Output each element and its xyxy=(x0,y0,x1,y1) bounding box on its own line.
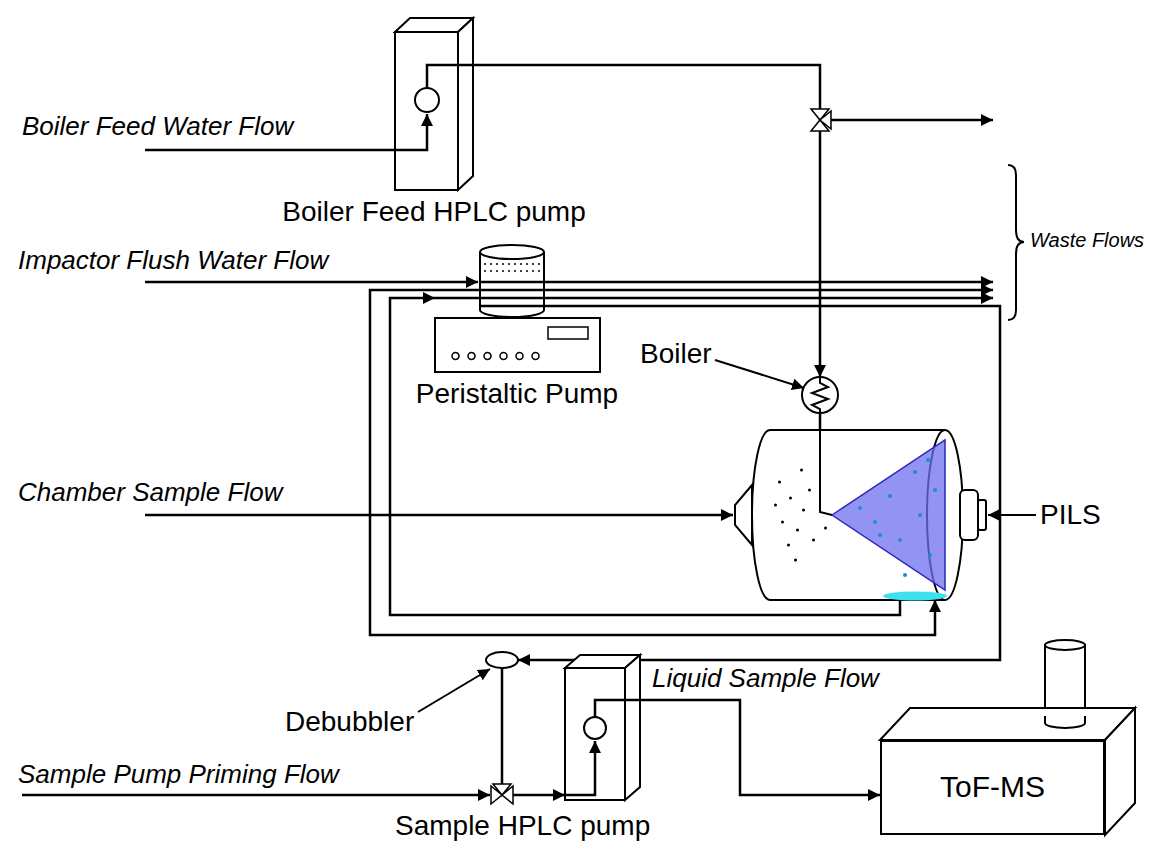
instrument-top-face xyxy=(880,708,1135,740)
steam-spray xyxy=(832,440,945,590)
three-way-valve xyxy=(491,784,513,804)
aerosol-particles xyxy=(774,469,827,562)
steam-line xyxy=(820,430,832,515)
component-node: Debubbler xyxy=(486,652,518,668)
leader-line xyxy=(418,669,490,712)
impactor-cap xyxy=(978,500,986,530)
leader-line xyxy=(715,360,804,388)
pump-outlet-line xyxy=(427,65,473,88)
flow-label: Boiler Feed Water Flow xyxy=(22,112,293,142)
pump-head-top xyxy=(480,245,544,259)
instrument-box: ToF-MS xyxy=(880,740,1105,835)
component-node: Boiler Feed HPLC pump xyxy=(395,18,473,190)
chamber-sample-line xyxy=(145,514,733,517)
pump-side-face xyxy=(625,655,640,800)
boiler-coil xyxy=(812,377,828,413)
component-node: Sample HPLC pump xyxy=(565,655,640,800)
component-label: Peristaltic Pump xyxy=(416,378,618,410)
leader-line xyxy=(988,514,1036,516)
pump-side-face xyxy=(458,18,473,190)
pump-outlet-line xyxy=(595,700,640,717)
waste-line xyxy=(545,289,993,292)
waste-line xyxy=(545,297,993,300)
pump-head-rollers xyxy=(484,264,540,271)
component-node: Boiler xyxy=(802,377,838,413)
component-node: Peristaltic Pump xyxy=(435,245,600,372)
component-label: Boiler Feed HPLC pump xyxy=(282,196,585,228)
connector-label: Liquid Sample Flow xyxy=(650,664,881,694)
component-label: Debubbler xyxy=(285,706,414,738)
waste-brace xyxy=(1008,165,1024,320)
priming-line xyxy=(22,794,490,797)
pump-body xyxy=(435,318,600,372)
inlet-cone xyxy=(735,485,752,545)
flush-water-line xyxy=(145,281,478,284)
pump-front-face xyxy=(565,668,625,800)
flight-tube-top xyxy=(1045,640,1085,650)
component-label: Sample HPLC pump xyxy=(395,810,650,842)
component-label: ToF-MS xyxy=(940,770,1045,805)
pump-buttons xyxy=(452,353,539,360)
component-label: PILS xyxy=(1040,499,1101,531)
debubbler-symbol xyxy=(486,652,518,668)
component-node: PILS xyxy=(752,430,986,600)
impactor-cap xyxy=(960,490,978,540)
flow-label: Chamber Sample Flow xyxy=(18,478,282,508)
pump-display xyxy=(548,327,588,339)
pump-head-symbol xyxy=(415,88,439,112)
flight-tube-base xyxy=(1045,716,1085,725)
pils-cylinder xyxy=(752,430,963,600)
droplets xyxy=(858,458,937,577)
liquid-pool xyxy=(883,592,947,601)
flow-connector xyxy=(640,700,880,795)
three-way-valve xyxy=(811,109,831,131)
flow-label: Impactor Flush Water Flow xyxy=(18,246,328,276)
pump-front-face xyxy=(395,32,458,190)
pump-head-symbol xyxy=(584,717,606,739)
flow-connector xyxy=(502,668,565,795)
boiler-symbol xyxy=(802,377,838,413)
waste-line xyxy=(831,119,993,122)
flow-connector xyxy=(819,413,822,430)
instrument-side-face xyxy=(1105,708,1135,835)
flow-label: Waste Flows xyxy=(1030,229,1144,252)
pump-tubing xyxy=(435,282,600,306)
flight-tube-base xyxy=(1045,716,1085,728)
component-label: Boiler xyxy=(640,338,712,370)
flow-label: Sample Pump Priming Flow xyxy=(18,760,339,790)
waste-line xyxy=(545,281,993,284)
pump-inlet-line xyxy=(565,741,595,795)
